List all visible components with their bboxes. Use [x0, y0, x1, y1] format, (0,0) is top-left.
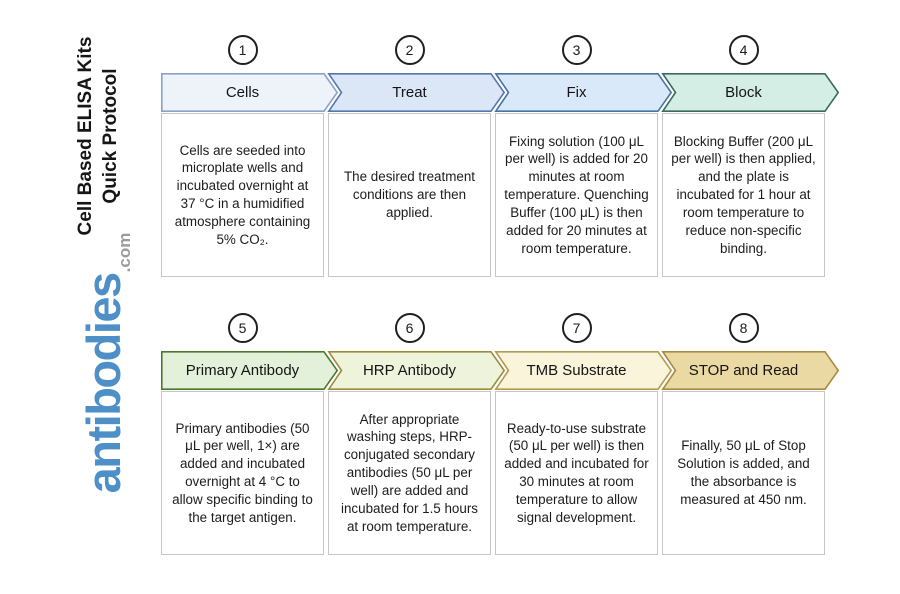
- chevron-arrow-shape: [661, 73, 840, 113]
- step-description: After appropriate washing steps, HRP-con…: [341, 411, 478, 534]
- step-arrow-cells: Cells: [161, 73, 339, 113]
- step-arrow-stop-and-read: STOP and Read: [661, 351, 840, 391]
- step-number: 8: [739, 320, 748, 336]
- flow-row-1: 1 Cells Cells are seeded into microplate…: [161, 35, 861, 277]
- page-title: Cell Based ELISA Kits Quick Protocol: [73, 36, 123, 236]
- step-number: 6: [405, 320, 414, 336]
- step-description-box: After appropriate washing steps, HRP-con…: [328, 391, 491, 555]
- step-description-box: Finally, 50 μL of Stop Solution is added…: [662, 391, 825, 555]
- chevron-arrow-shape: [327, 73, 506, 113]
- step-column-6: 6 HRP Antibody After appropriate washing…: [327, 313, 506, 555]
- step-description: The desired treatment conditions are the…: [344, 169, 475, 220]
- chevron-arrow-shape: [494, 73, 673, 113]
- page-title-line1: Cell Based ELISA Kits: [74, 36, 96, 236]
- step-description: Cells are seeded into microplate wells a…: [174, 142, 311, 247]
- chevron-arrow-shape: [327, 351, 506, 391]
- step-arrow-primary-antibody: Primary Antibody: [161, 351, 339, 391]
- brand-logo-suffix: .com: [115, 232, 134, 273]
- step-number-badge: 2: [394, 35, 425, 65]
- step-label: Fix: [566, 84, 587, 101]
- step-description-box: Primary antibodies (50 μL per well, 1×) …: [161, 391, 324, 555]
- step-description: Ready-to-use substrate (50 μL per well) …: [504, 420, 649, 525]
- brand-logo: antibodies .com: [76, 233, 134, 494]
- flow-row-2: 5 Primary Antibody Primary antibodies (5…: [161, 313, 861, 555]
- step-arrow-hrp-antibody: HRP Antibody: [327, 351, 506, 391]
- step-number-badge: 3: [561, 35, 592, 65]
- step-number-badge: 8: [728, 313, 759, 343]
- step-number: 5: [238, 320, 247, 336]
- brand-logo-text: antibodies: [77, 273, 130, 494]
- step-number-badge: 1: [227, 35, 258, 65]
- step-description: Blocking Buffer (200 μL per well) is the…: [671, 133, 816, 256]
- step-description-box: The desired treatment conditions are the…: [328, 113, 491, 277]
- chevron-arrow-shape: [661, 351, 840, 391]
- step-description: Primary antibodies (50 μL per well, 1×) …: [172, 420, 313, 525]
- chevron-arrow-shape: [494, 351, 673, 391]
- step-number-badge: 5: [227, 313, 258, 343]
- step-number: 3: [572, 42, 581, 58]
- step-label: Cells: [225, 84, 260, 101]
- step-label: HRP Antibody: [362, 362, 457, 379]
- step-column-4: 4 Block Blocking Buffer (200 μL per well…: [661, 35, 840, 277]
- protocol-flow: 1 Cells Cells are seeded into microplate…: [161, 35, 861, 555]
- step-number: 4: [739, 42, 748, 58]
- chevron-arrow-shape: [161, 73, 339, 113]
- step-label: Primary Antibody: [185, 362, 300, 379]
- step-column-8: 8 STOP and Read Finally, 50 μL of Stop S…: [661, 313, 840, 555]
- step-description-box: Fixing solution (100 μL per well) is add…: [495, 113, 658, 277]
- step-description: Finally, 50 μL of Stop Solution is added…: [677, 438, 810, 507]
- step-column-2: 2 Treat The desired treatment conditions…: [327, 35, 506, 277]
- step-column-7: 7 TMB Substrate Ready-to-use substrate (…: [494, 313, 673, 555]
- step-description-box: Ready-to-use substrate (50 μL per well) …: [495, 391, 658, 555]
- step-label: STOP and Read: [688, 362, 799, 379]
- step-arrow-fix: Fix: [494, 73, 673, 113]
- step-label: Treat: [392, 84, 427, 101]
- step-label: Block: [725, 84, 762, 101]
- step-description: Fixing solution (100 μL per well) is add…: [504, 133, 649, 256]
- step-number: 1: [238, 42, 247, 58]
- step-arrow-tmb-substrate: TMB Substrate: [494, 351, 673, 391]
- step-arrow-treat: Treat: [327, 73, 506, 113]
- page-title-line2: Quick Protocol: [100, 68, 121, 204]
- step-column-1: 1 Cells Cells are seeded into microplate…: [161, 35, 339, 277]
- step-label: TMB Substrate: [526, 362, 627, 379]
- chevron-arrow-shape: [161, 351, 339, 391]
- step-arrow-block: Block: [661, 73, 840, 113]
- step-number-badge: 4: [728, 35, 759, 65]
- step-description-box: Cells are seeded into microplate wells a…: [161, 113, 324, 277]
- step-number: 2: [405, 42, 414, 58]
- step-column-5: 5 Primary Antibody Primary antibodies (5…: [161, 313, 339, 555]
- step-column-3: 3 Fix Fixing solution (100 μL per well) …: [494, 35, 673, 277]
- step-number: 7: [572, 320, 581, 336]
- step-number-badge: 7: [561, 313, 592, 343]
- step-number-badge: 6: [394, 313, 425, 343]
- step-description-box: Blocking Buffer (200 μL per well) is the…: [662, 113, 825, 277]
